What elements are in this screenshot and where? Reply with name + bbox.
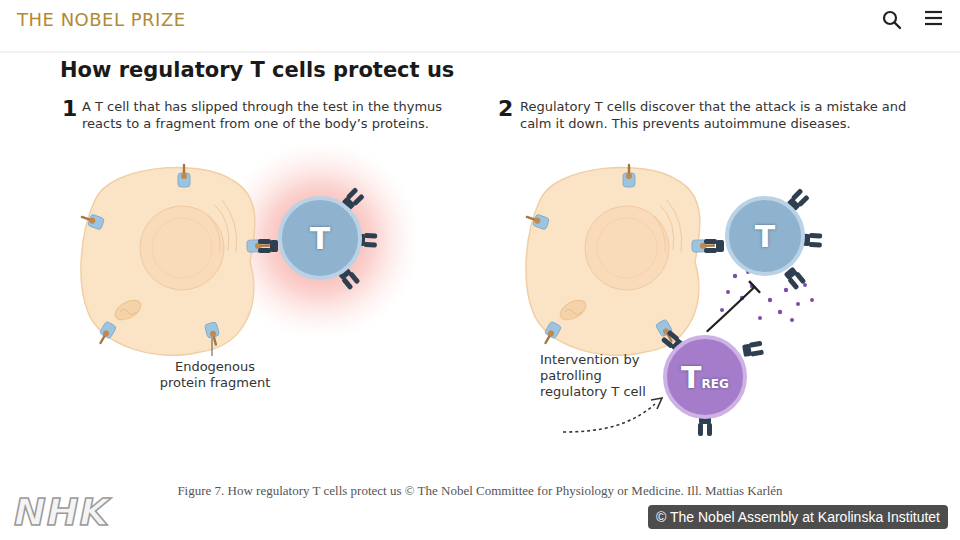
step-number: 1 (62, 96, 77, 121)
step-text: Regulatory T cells discover that the att… (520, 98, 910, 132)
title: How regulatory T cells protect us (60, 58, 454, 82)
inhibition-bar (749, 281, 760, 293)
caption: Figure 7. How regulatory T cells protect… (100, 483, 860, 499)
t-cell: T (278, 196, 362, 280)
cell-subscript: REG (702, 377, 729, 391)
site-name: THE NOBEL PRIZE (17, 9, 186, 30)
t-cell: T (725, 196, 805, 276)
callout-label: Endogenous protein fragment (150, 359, 280, 391)
step-number: 2 (498, 96, 513, 121)
connector-line (707, 287, 754, 331)
copyright-badge: © The Nobel Assembly at Karolinska Insti… (648, 505, 948, 529)
cell-letter: T (310, 221, 330, 256)
cell-letter: T (755, 219, 775, 254)
step-text: A T cell that has slipped through the te… (82, 98, 457, 132)
cell-letter: T (681, 360, 701, 395)
watermark: NHK (14, 490, 110, 534)
callout-label: Intervention by patrolling regulatory T … (540, 352, 658, 400)
regulatory-t-cell: TREG (663, 335, 747, 419)
inhibition-arrow (707, 281, 760, 331)
